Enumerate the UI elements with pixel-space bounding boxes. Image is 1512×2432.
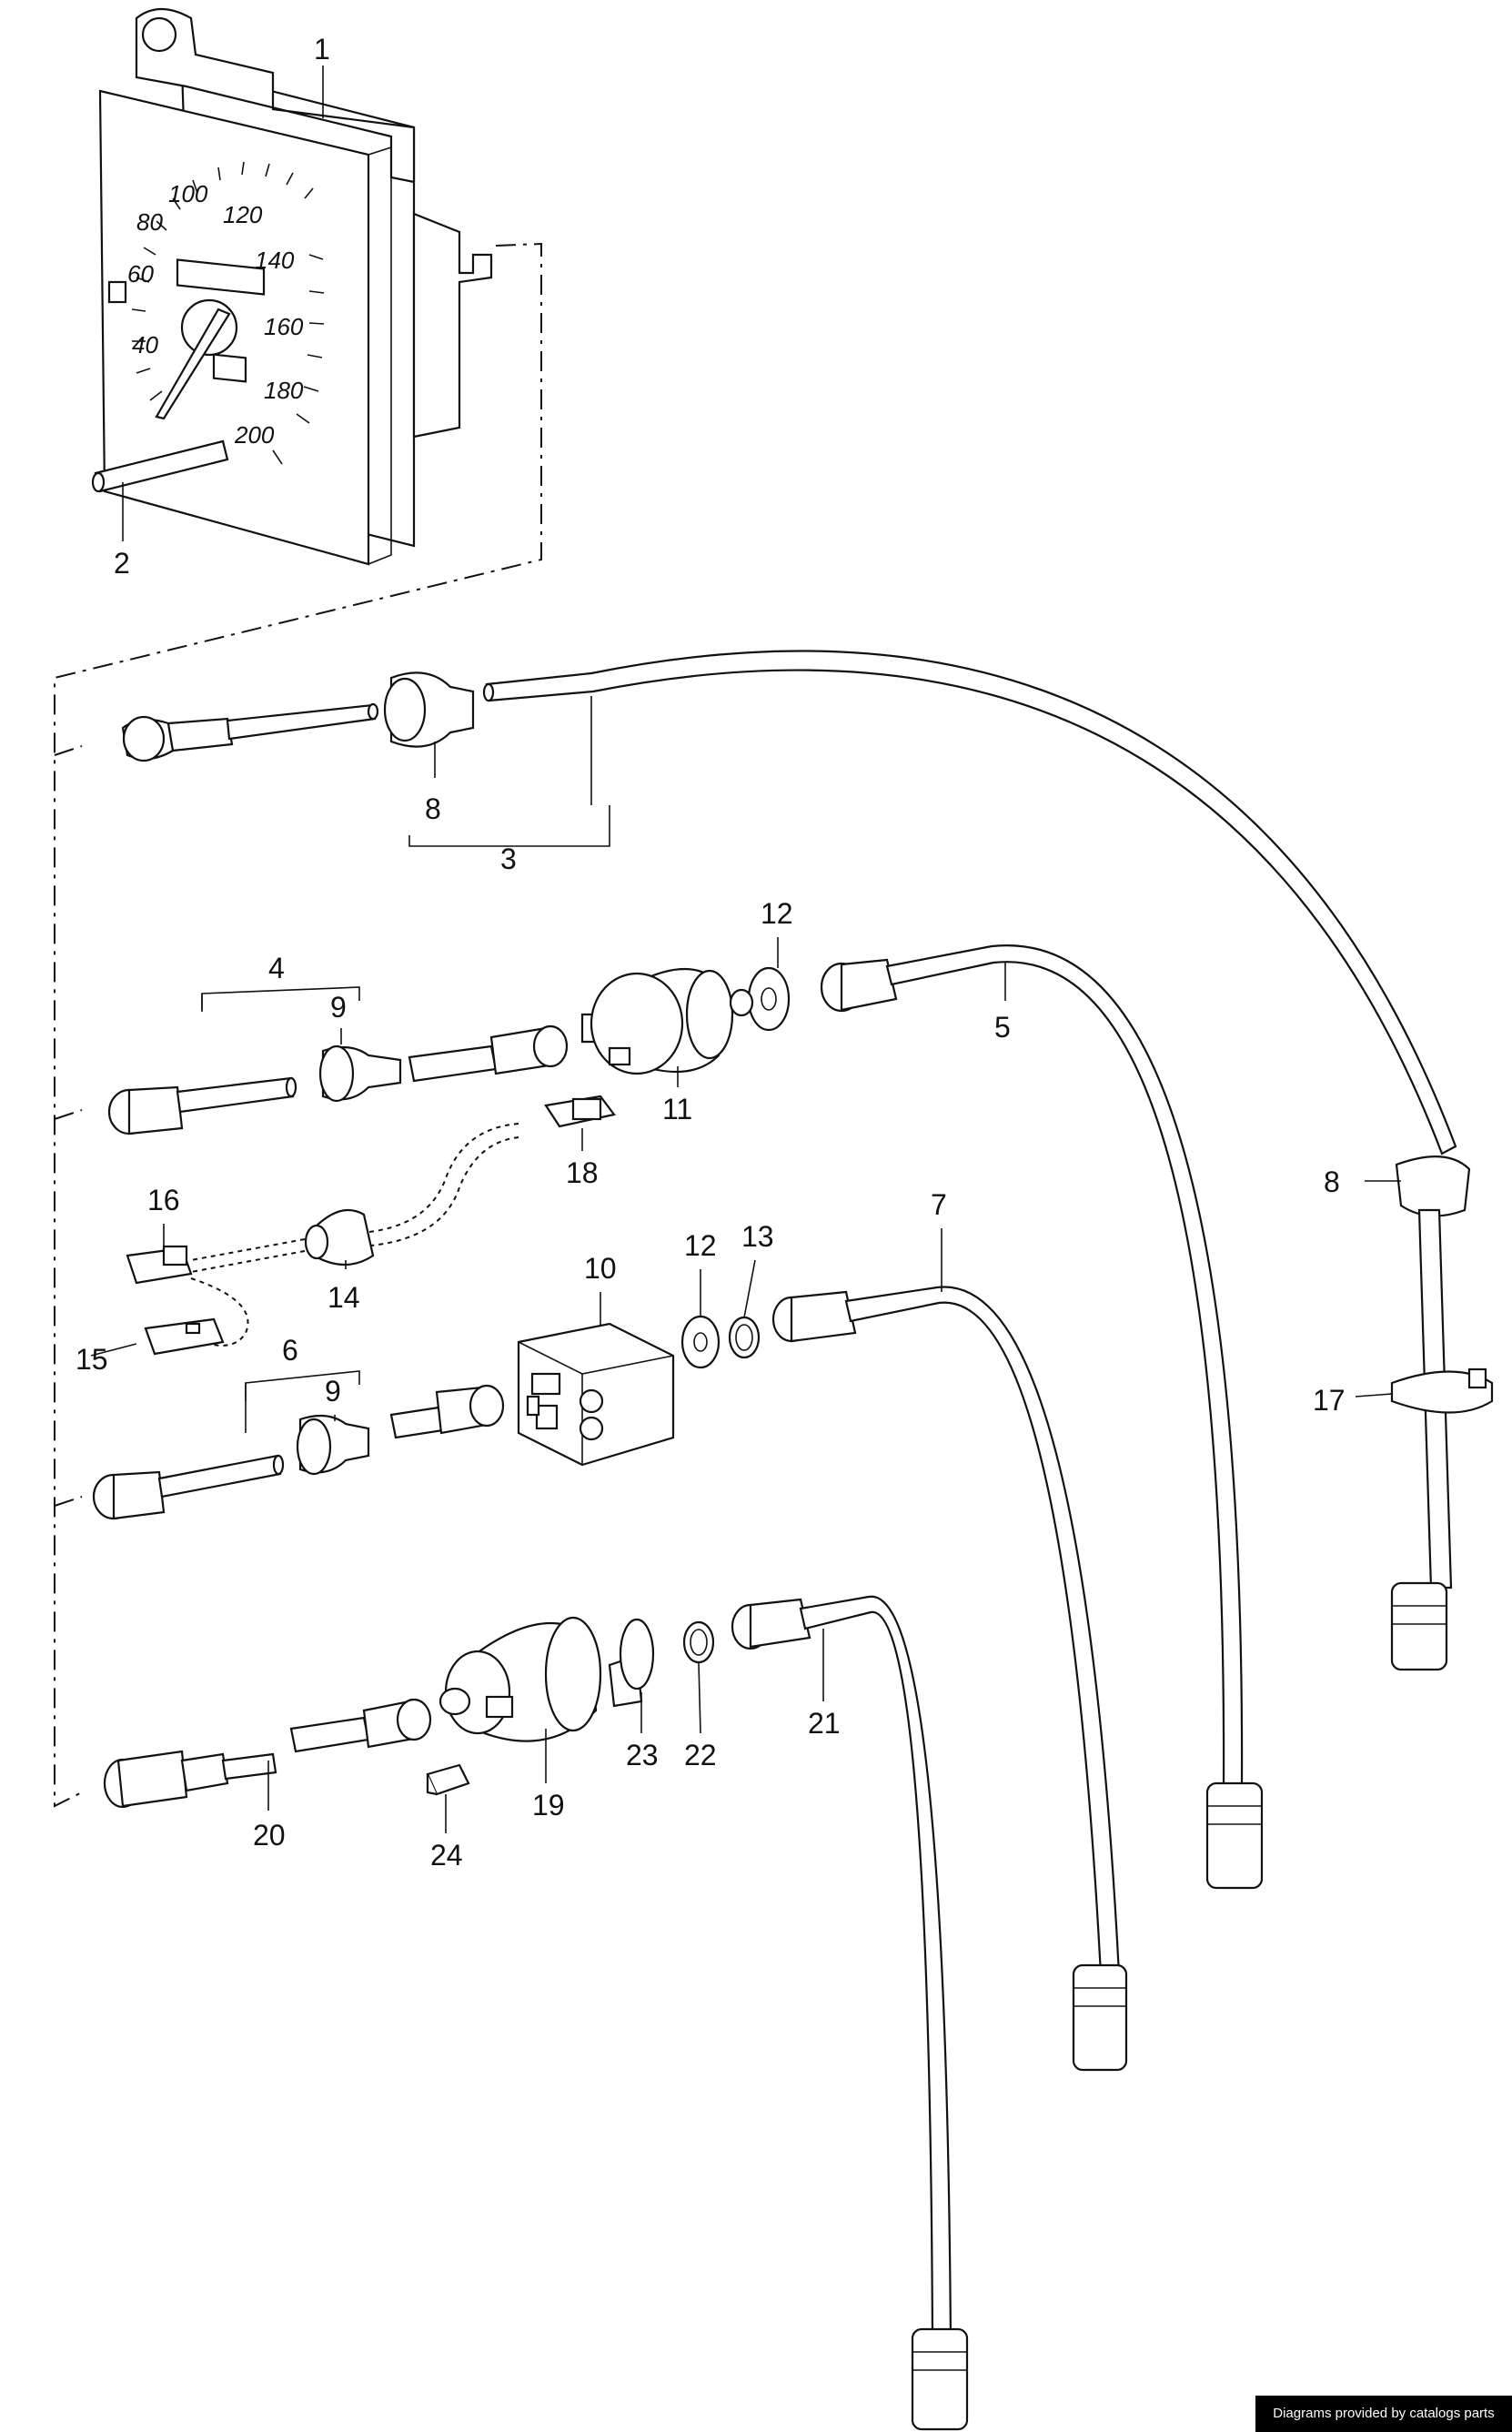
callout-3: 3 — [500, 843, 517, 875]
callout-14: 14 — [328, 1281, 360, 1314]
callout-4: 4 — [268, 952, 285, 984]
small-parts — [126, 1095, 616, 1356]
cable-assembly-3 — [121, 650, 1494, 1671]
callout-23: 23 — [626, 1739, 659, 1771]
dial-label-180: 180 — [264, 377, 304, 404]
callout-2: 2 — [114, 547, 130, 580]
cable-assembly-4 — [107, 944, 1264, 1890]
dial-label-80: 80 — [136, 208, 163, 236]
callout-8-lower: 8 — [1324, 1166, 1340, 1198]
leader-lines — [90, 66, 1401, 1833]
callout-11: 11 — [662, 1093, 692, 1125]
callout-22: 22 — [684, 1739, 717, 1771]
callout-9-lower: 9 — [325, 1375, 341, 1408]
callout-21: 21 — [808, 1707, 841, 1740]
callout-12-lower: 12 — [684, 1229, 717, 1262]
callout-13: 13 — [741, 1220, 774, 1253]
callout-12-upper: 12 — [761, 897, 793, 930]
callout-7: 7 — [931, 1188, 947, 1221]
callout-labels: 1 2 3 4 5 6 7 8 8 9 9 10 11 12 12 13 14 … — [76, 33, 1346, 1872]
dial-label-40: 40 — [132, 331, 158, 358]
dial-label-160: 160 — [264, 313, 304, 340]
credit-footer: Diagrams provided by catalogs parts — [1255, 2396, 1512, 2432]
callout-24: 24 — [430, 1839, 463, 1872]
callout-10: 10 — [584, 1252, 617, 1285]
callout-1: 1 — [314, 33, 330, 66]
callout-9-upper: 9 — [330, 991, 347, 1024]
callout-5: 5 — [994, 1011, 1011, 1044]
callout-18: 18 — [566, 1156, 599, 1189]
dial-label-120: 120 — [223, 201, 263, 228]
callout-16: 16 — [147, 1184, 180, 1216]
cable-assembly-20 — [103, 1595, 969, 2431]
callout-15: 15 — [76, 1343, 108, 1376]
callout-17: 17 — [1313, 1384, 1346, 1417]
cable-assembly-6 — [92, 1286, 1128, 2072]
dial-label-200: 200 — [234, 421, 275, 449]
speedometer-assembly: 40 60 80 100 120 140 160 180 200 — [91, 8, 493, 566]
dial-label-60: 60 — [127, 260, 154, 288]
dial-label-100: 100 — [168, 180, 208, 207]
callout-19: 19 — [532, 1789, 565, 1821]
callout-8-upper: 8 — [425, 792, 441, 825]
callout-20: 20 — [253, 1819, 286, 1852]
callout-6: 6 — [282, 1334, 298, 1367]
dial-label-140: 140 — [255, 247, 295, 274]
